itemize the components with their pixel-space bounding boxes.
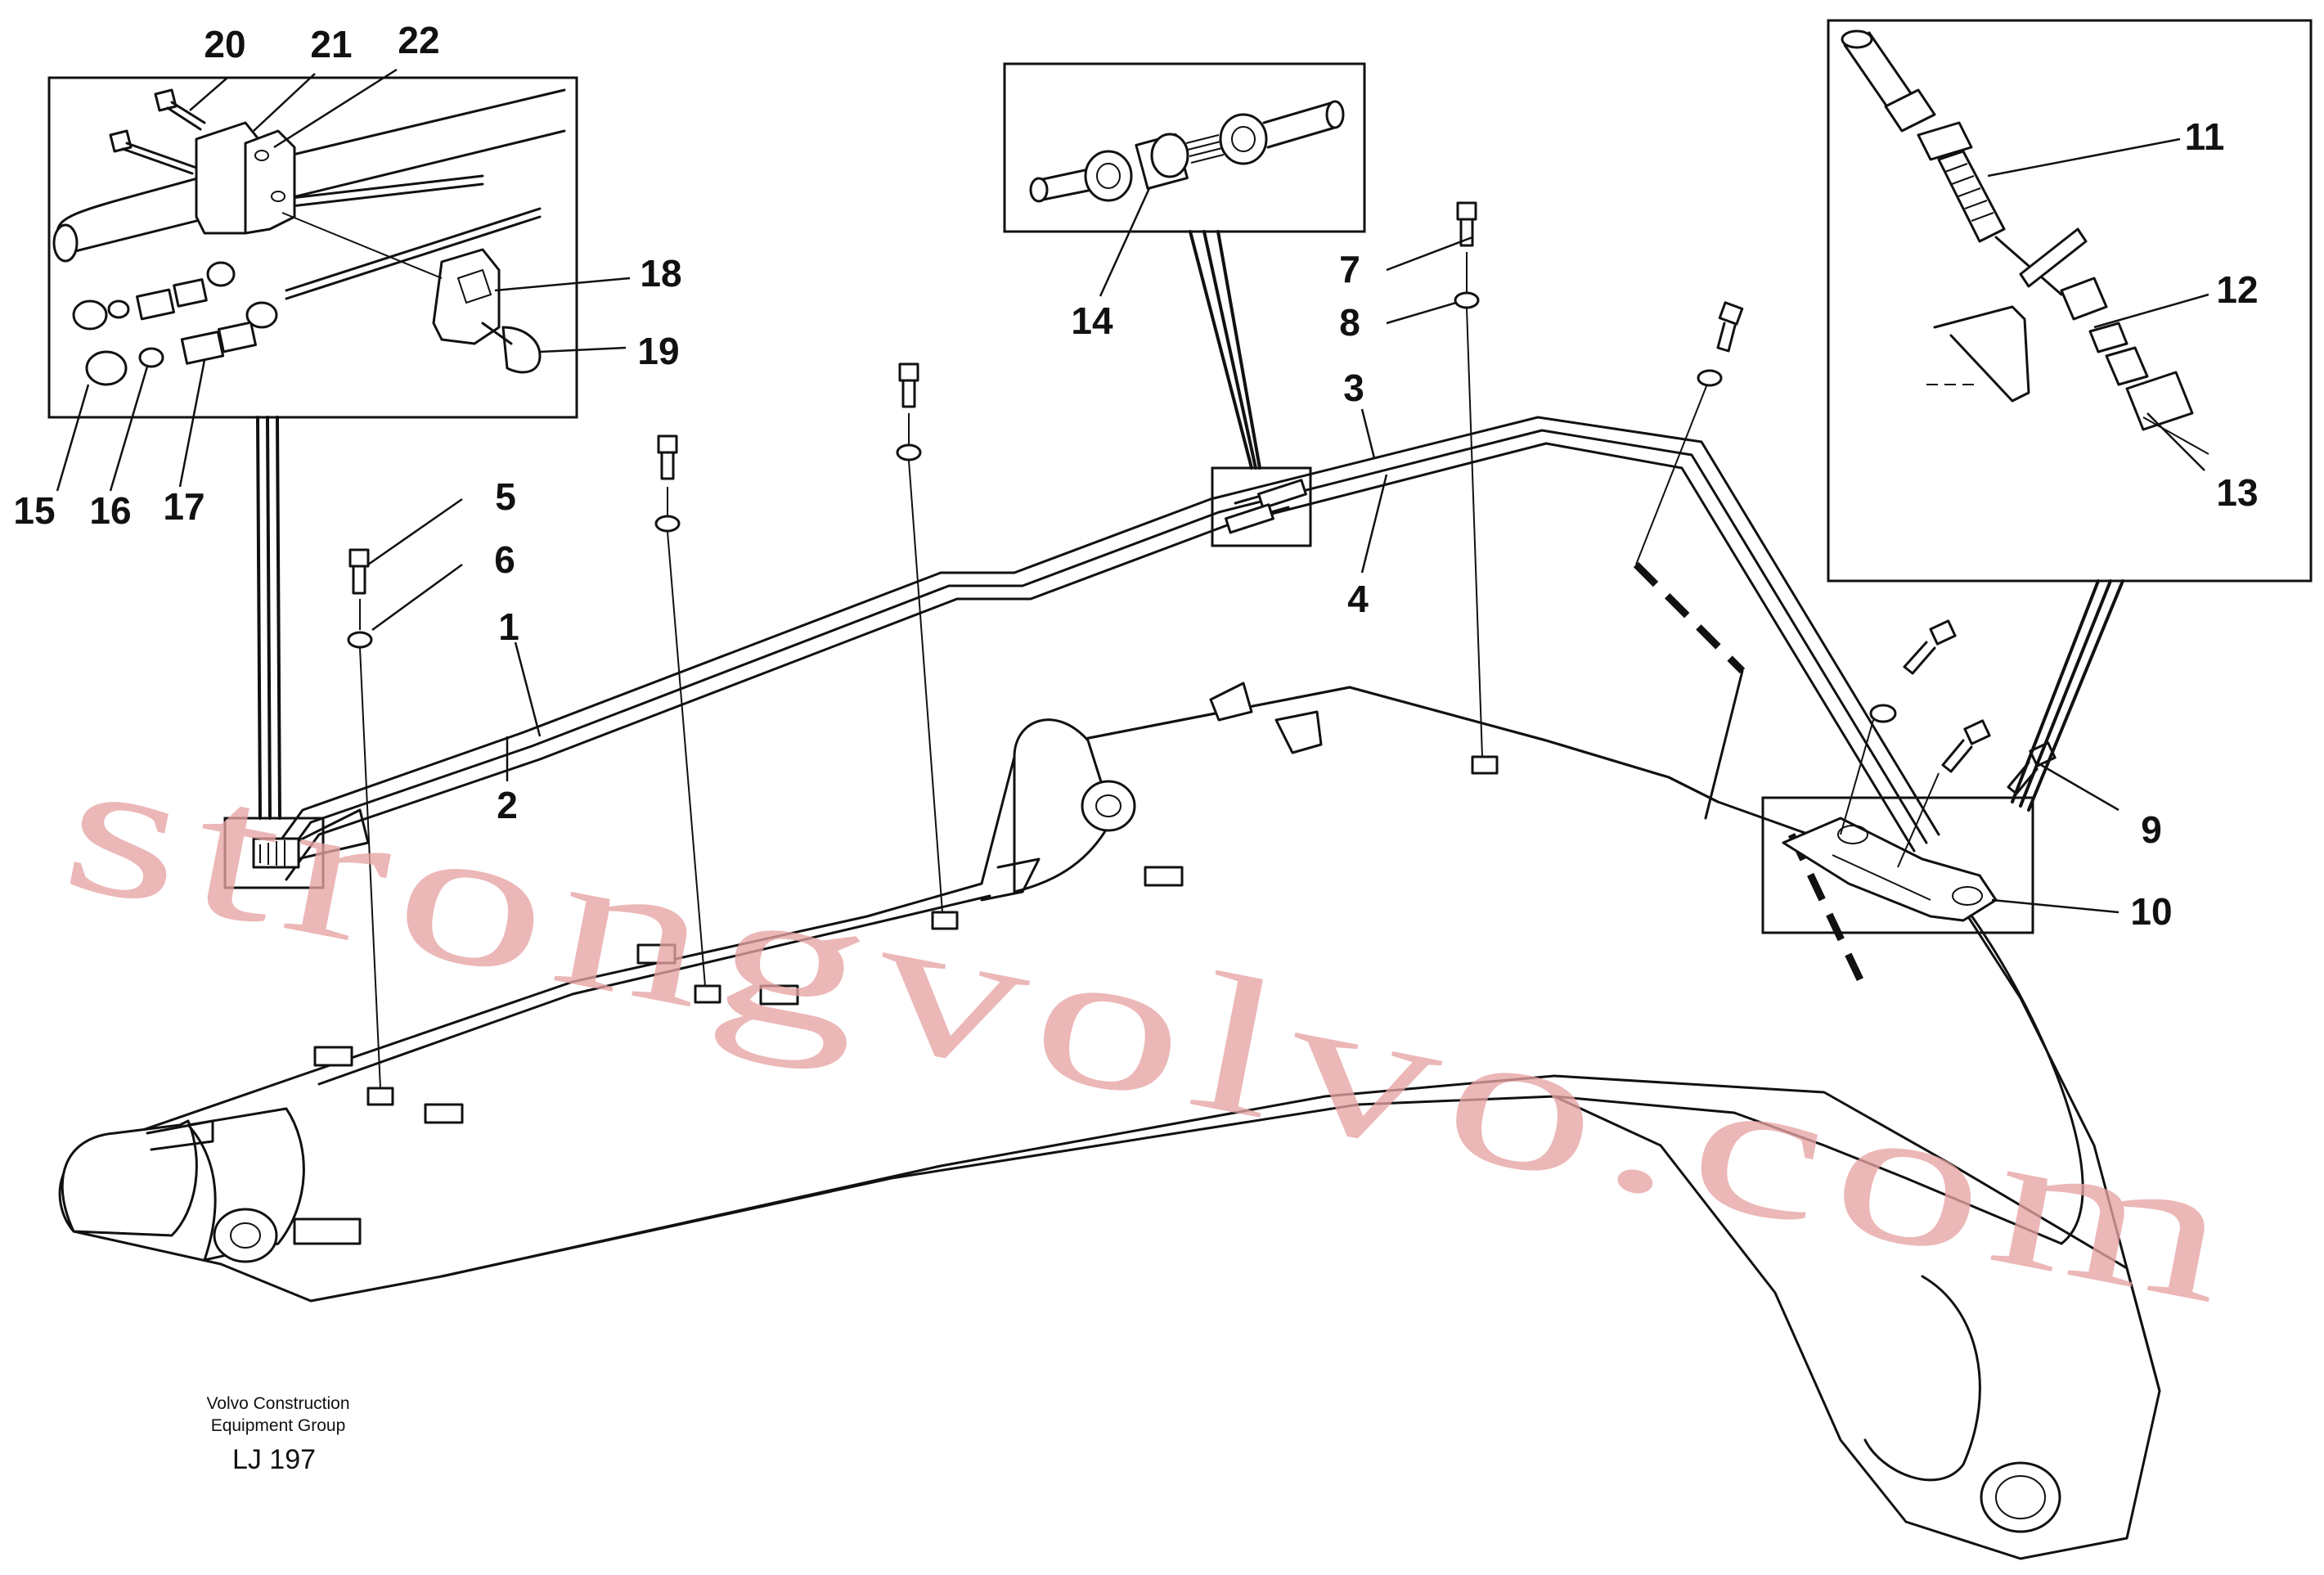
callout-14: 14 [1071, 299, 1113, 342]
callout-21: 21 [310, 23, 352, 65]
boom-bolts [347, 201, 1744, 1089]
callout-5: 5 [495, 475, 516, 518]
caption-line-1: Volvo Construction [206, 1394, 349, 1413]
callout-10: 10 [2130, 890, 2172, 933]
detail-fitting [1827, 19, 2313, 812]
callout-12: 12 [2216, 268, 2258, 311]
detail-tube-clamp [47, 76, 578, 419]
hydraulic-tubes [252, 416, 1940, 881]
callout-20: 20 [204, 23, 245, 65]
drawing-number: LJ 197 [232, 1444, 316, 1475]
callout-4: 4 [1347, 578, 1369, 620]
callout-15: 15 [13, 489, 55, 532]
callout-1: 1 [498, 605, 519, 648]
callout-6: 6 [494, 538, 515, 581]
callout-7: 7 [1339, 248, 1360, 290]
caption-block: Volvo Construction Equipment Group LJ 19… [206, 1394, 349, 1475]
callout-16: 16 [89, 489, 131, 532]
clamp-plate-detail [1761, 619, 2057, 934]
callout-9: 9 [2141, 808, 2162, 851]
callout-18: 18 [640, 252, 681, 295]
caption-line-2: Equipment Group [211, 1416, 346, 1435]
callout-17: 17 [163, 485, 205, 528]
callout-8: 8 [1339, 301, 1360, 344]
callout-numbers: 20 21 22 18 19 15 16 17 14 7 8 3 4 5 6 1… [13, 19, 2258, 933]
zoom-lines-left [223, 416, 325, 889]
leader-lines [56, 68, 2209, 914]
callout-19: 19 [637, 330, 679, 372]
detail-coupling [1003, 62, 1366, 547]
callout-2: 2 [497, 784, 518, 826]
callout-22: 22 [398, 19, 439, 61]
callout-13: 13 [2216, 471, 2258, 514]
hidden-lines [1633, 561, 1869, 992]
callout-11: 11 [2185, 115, 2225, 158]
boom-assembly [58, 682, 2161, 1560]
callout-3: 3 [1343, 367, 1364, 409]
